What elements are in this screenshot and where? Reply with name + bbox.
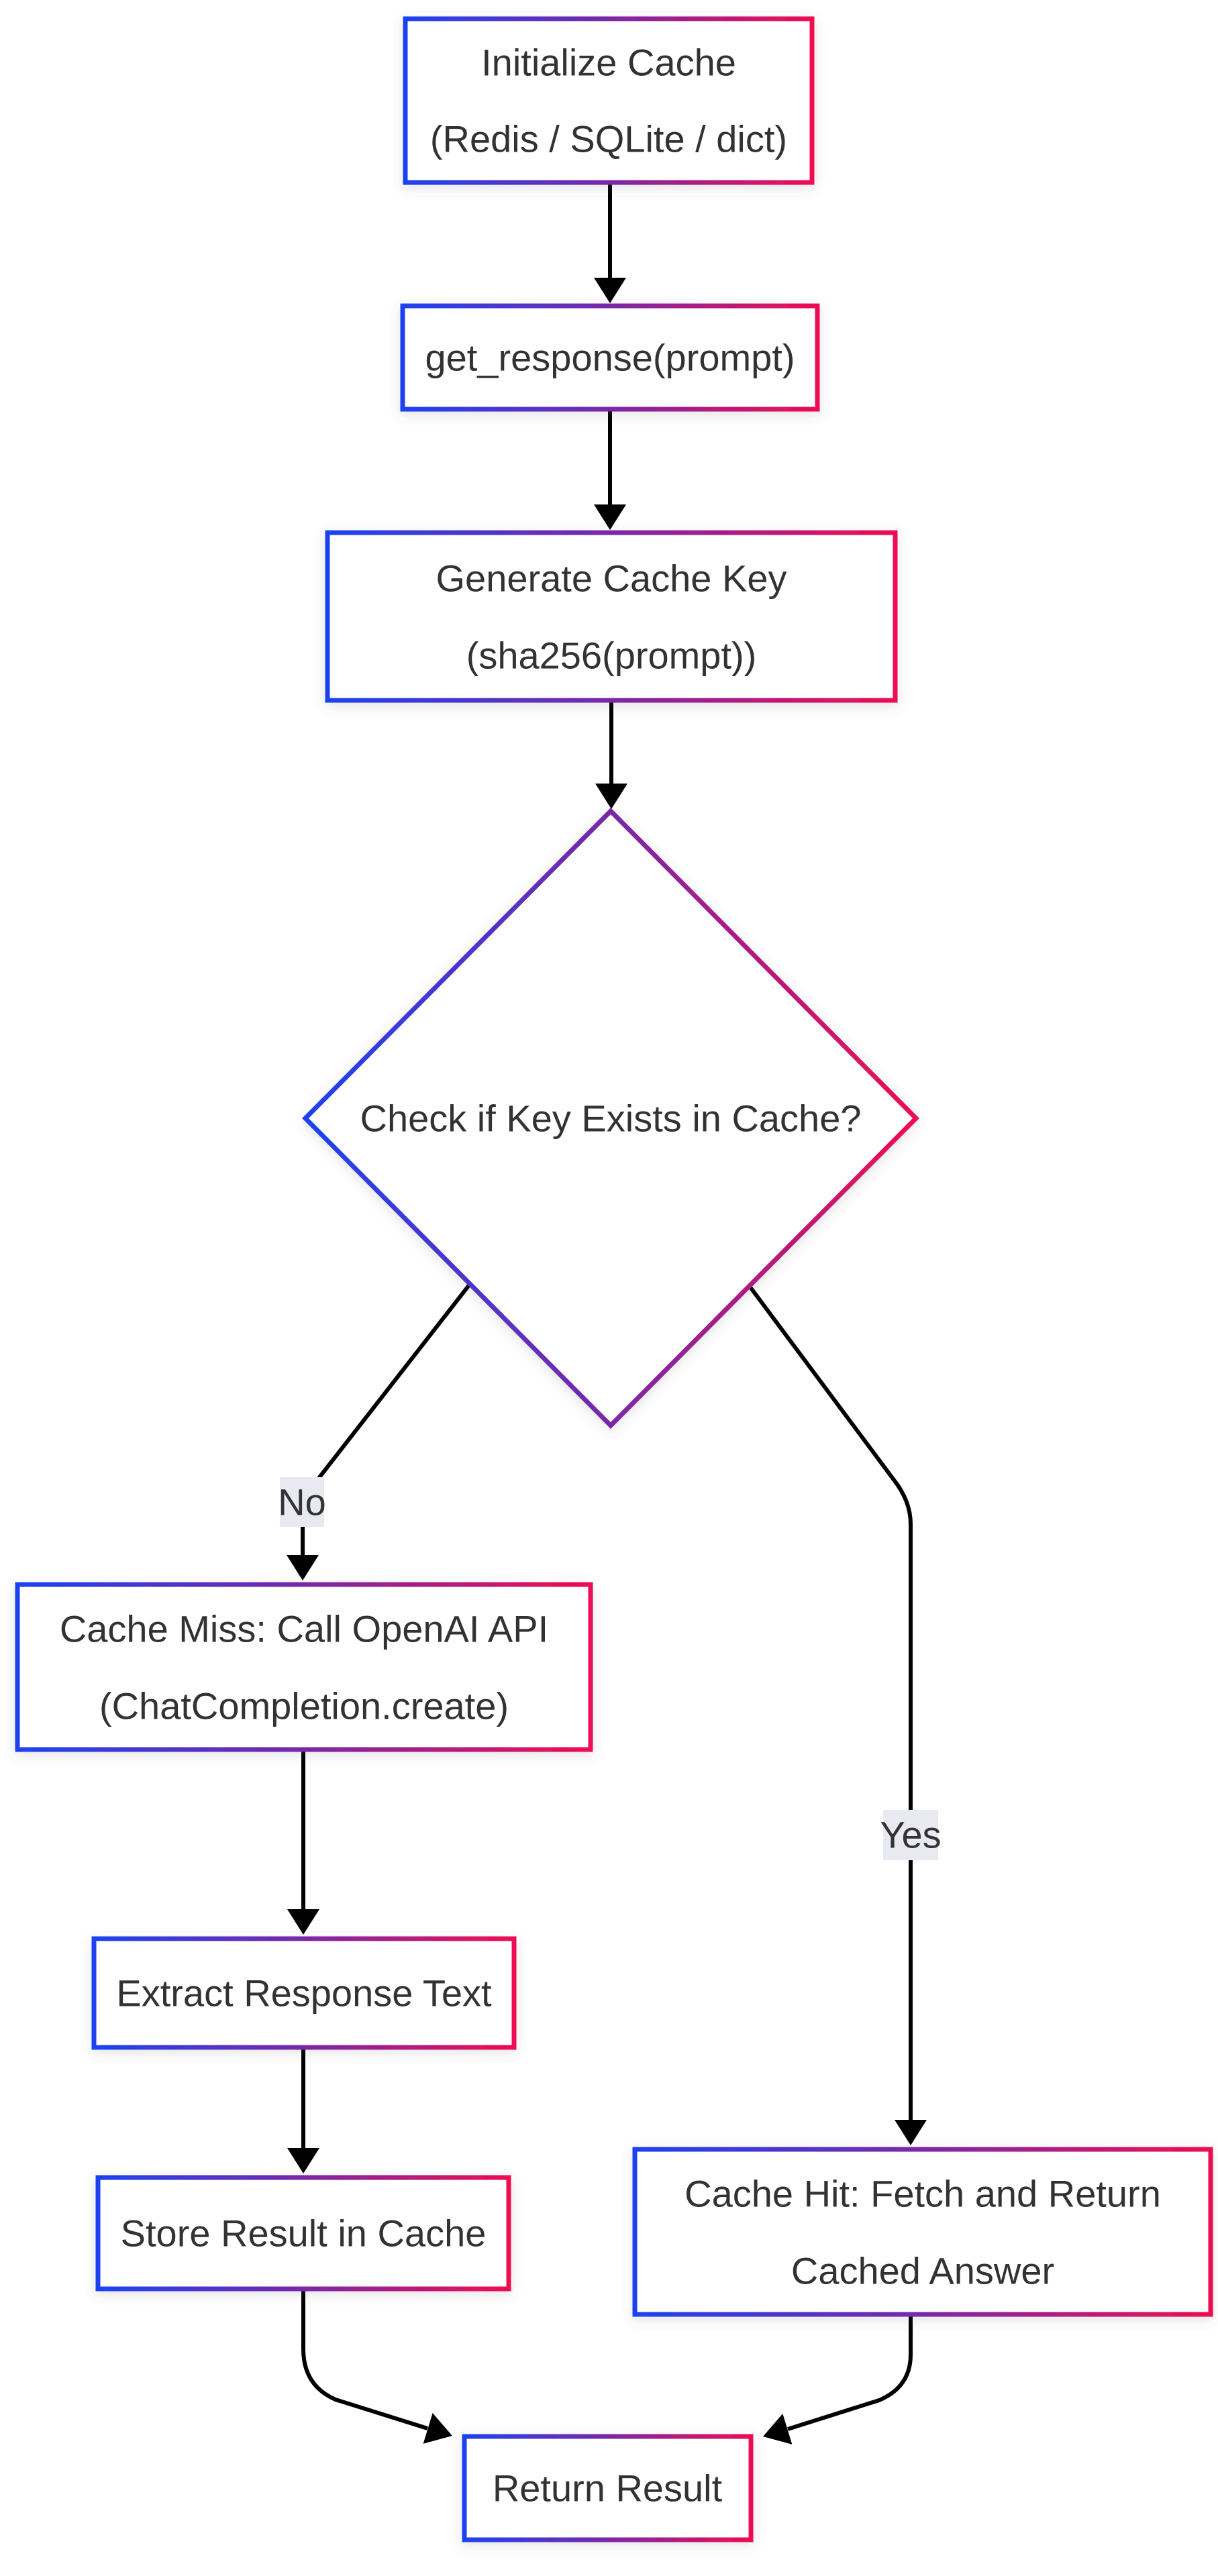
node-initialize-cache-label-line1: Initialize Cache bbox=[481, 42, 736, 84]
edge-label-yes-text: Yes bbox=[880, 1814, 941, 1856]
node-generate-cache-key-box bbox=[325, 530, 898, 703]
node-generate-cache-key-label-line1: Generate Cache Key bbox=[436, 557, 787, 600]
arrowhead-down-icon bbox=[287, 2148, 319, 2174]
arrowhead-down-icon bbox=[595, 784, 627, 809]
node-cache-miss-box bbox=[15, 1582, 593, 1752]
edge-label-yes-bg bbox=[883, 1810, 938, 1860]
node-return-result: Return Result bbox=[462, 2434, 754, 2542]
node-cache-hit-box bbox=[632, 2147, 1213, 2317]
edge-store-to-return bbox=[301, 2289, 428, 2430]
node-cache-hit-label-line2: Cached Answer bbox=[791, 2250, 1054, 2292]
node-get-response-box bbox=[400, 303, 820, 412]
node-store-result-label: Store Result in Cache bbox=[121, 2212, 487, 2255]
node-initialize-cache-label-line2: (Redis / SQLite / dict) bbox=[430, 118, 787, 160]
node-cache-miss-label-line2: (ChatCompletion.create) bbox=[99, 1685, 509, 1727]
edge-label-no-text: No bbox=[278, 1481, 326, 1523]
node-return-result-box bbox=[462, 2434, 754, 2542]
node-extract-response: Extract Response Text bbox=[91, 1936, 517, 2050]
node-extract-response-label: Extract Response Text bbox=[116, 1972, 492, 2015]
node-get-response: get_response(prompt) bbox=[400, 303, 820, 412]
node-initialize-cache: Initialize Cache (Redis / SQLite / dict) bbox=[403, 16, 815, 185]
arrowhead-down-icon bbox=[895, 2120, 927, 2145]
arrowhead-southeast-icon bbox=[423, 2412, 452, 2444]
node-store-result: Store Result in Cache bbox=[95, 2175, 511, 2292]
node-get-response-label: get_response(prompt) bbox=[425, 337, 795, 379]
arrowhead-southwest-icon bbox=[763, 2413, 793, 2445]
edge-check-yes-to-cache-hit bbox=[743, 1279, 913, 2136]
edges bbox=[287, 182, 927, 2445]
arrowhead-down-icon bbox=[594, 504, 626, 530]
node-initialize-cache-box bbox=[403, 16, 815, 185]
node-cache-hit: Cache Hit: Fetch and Return Cached Answe… bbox=[632, 2147, 1213, 2317]
decision-check-key-exists-label: Check if Key Exists in Cache? bbox=[360, 1097, 862, 1140]
node-generate-cache-key-label-line2: (sha256(prompt)) bbox=[466, 635, 757, 677]
edge-check-no-to-cache-miss bbox=[301, 1279, 475, 1570]
node-cache-hit-label-line1: Cache Hit: Fetch and Return bbox=[684, 2173, 1161, 2215]
arrowhead-down-icon bbox=[594, 278, 626, 303]
node-generate-cache-key: Generate Cache Key (sha256(prompt)) bbox=[325, 530, 898, 703]
arrowhead-down-icon bbox=[287, 1909, 319, 1935]
node-return-result-label: Return Result bbox=[493, 2467, 723, 2510]
decision-check-key-exists: Check if Key Exists in Cache? bbox=[302, 808, 919, 1429]
node-extract-response-box bbox=[91, 1936, 517, 2050]
node-cache-miss: Cache Miss: Call OpenAI API (ChatComplet… bbox=[15, 1582, 593, 1752]
arrowhead-down-icon bbox=[287, 1555, 319, 1580]
node-store-result-box bbox=[95, 2175, 511, 2292]
node-cache-miss-label-line1: Cache Miss: Call OpenAI API bbox=[60, 1608, 548, 1650]
edge-label-yes: Yes bbox=[880, 1810, 942, 1860]
edge-label-no: No bbox=[278, 1477, 326, 1527]
decision-check-key-exists-diamond bbox=[302, 808, 919, 1429]
edge-label-no-bg bbox=[280, 1477, 324, 1527]
edge-cache-hit-to-return bbox=[787, 2314, 913, 2431]
